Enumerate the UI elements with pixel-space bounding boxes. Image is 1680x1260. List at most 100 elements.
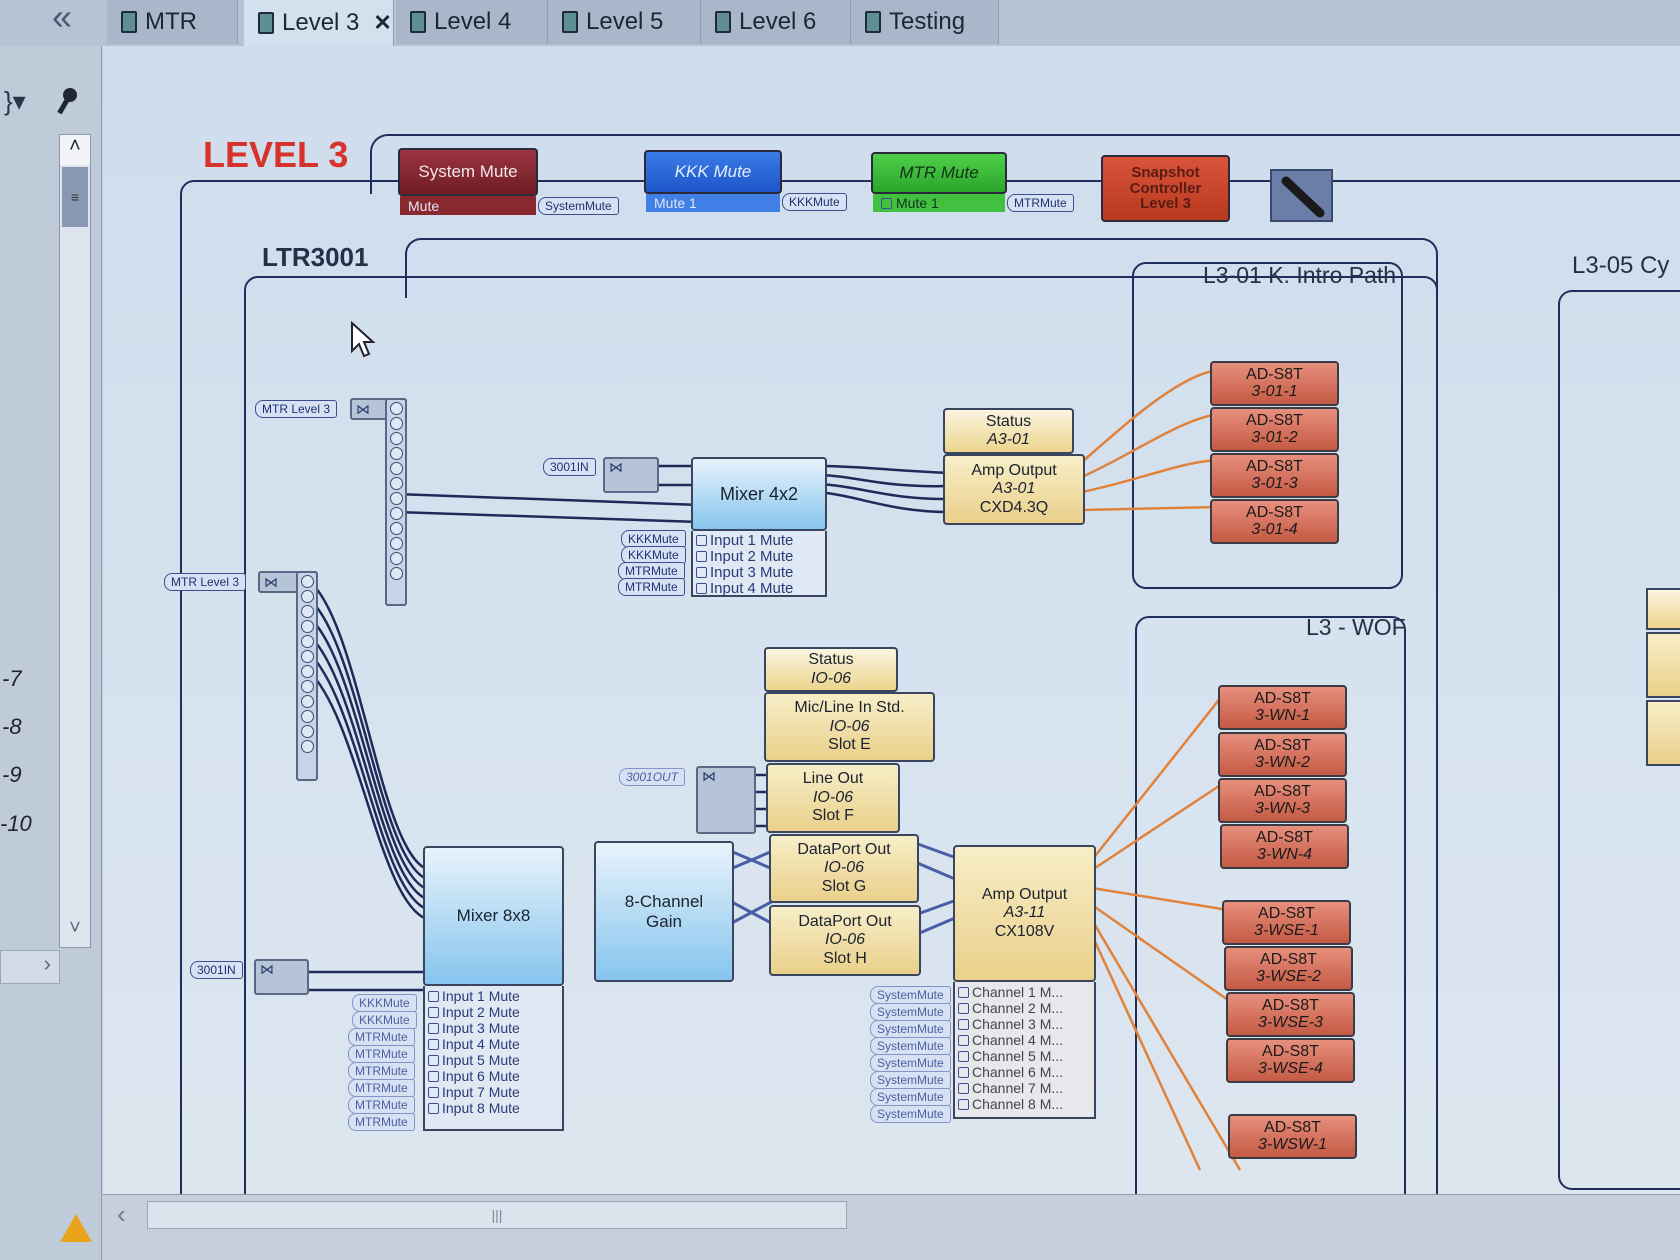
checkbox[interactable]: [958, 1066, 969, 1078]
system-mute-tag[interactable]: SystemMute: [870, 986, 951, 1004]
dropdown-icon[interactable]: }▾: [4, 86, 26, 116]
checkbox[interactable]: [428, 1022, 439, 1034]
mute-row[interactable]: Channel 8 M...: [955, 1096, 1094, 1112]
signal-name-block[interactable]: ⋈: [603, 457, 659, 493]
offscreen-block[interactable]: [1646, 588, 1680, 630]
port[interactable]: [389, 462, 403, 475]
vertical-scrollbar[interactable]: ˄ ≡ ˅: [59, 134, 91, 948]
mute-row[interactable]: Channel 7 M...: [955, 1080, 1094, 1096]
tab-level-4[interactable]: Level 4: [396, 0, 548, 44]
port[interactable]: [300, 605, 314, 618]
mute-row[interactable]: Channel 6 M...: [955, 1064, 1094, 1080]
mute-row[interactable]: Input 2 Mute: [693, 548, 825, 565]
mute-tag[interactable]: KKKMute: [352, 1011, 417, 1029]
checkbox[interactable]: [428, 1006, 439, 1018]
checkbox[interactable]: [428, 1054, 439, 1066]
scroll-down-icon[interactable]: ˅: [69, 917, 81, 939]
port[interactable]: [389, 447, 403, 460]
collapse-panel-icon[interactable]: «: [52, 0, 73, 37]
scroll-up-icon[interactable]: ˄: [60, 135, 90, 165]
mute-row[interactable]: Input 4 Mute: [693, 580, 825, 597]
mute-row[interactable]: Channel 1 M...: [955, 984, 1094, 1000]
checkbox[interactable]: [696, 582, 707, 594]
scrollbar-thumb[interactable]: |||: [147, 1201, 847, 1229]
mute-row[interactable]: Input 8 Mute: [425, 1100, 562, 1116]
system-mute-tag[interactable]: SystemMute: [870, 1054, 951, 1072]
port[interactable]: [300, 575, 314, 588]
mute-row[interactable]: Channel 5 M...: [955, 1048, 1094, 1064]
3001out-tag[interactable]: 3001OUT: [619, 768, 686, 786]
tab-mtr[interactable]: MTR: [107, 0, 238, 44]
kkk-mute-tag[interactable]: KKKMute: [782, 193, 847, 211]
mute-row[interactable]: Input 4 Mute: [425, 1036, 562, 1052]
port[interactable]: [389, 552, 403, 565]
close-tab-icon[interactable]: ✕: [373, 10, 392, 35]
checkbox[interactable]: [958, 1034, 969, 1046]
port[interactable]: [389, 477, 403, 490]
checkbox[interactable]: [696, 534, 707, 546]
port[interactable]: [389, 492, 403, 505]
checkbox[interactable]: [428, 990, 439, 1002]
port[interactable]: [389, 417, 403, 430]
mute-tag[interactable]: MTRMute: [348, 1096, 415, 1114]
mute-row[interactable]: Input 7 Mute: [425, 1084, 562, 1100]
mute-tag[interactable]: MTRMute: [348, 1028, 415, 1046]
system-mute-tag[interactable]: SystemMute: [870, 1071, 951, 1089]
mtr-mute-control[interactable]: Mute 1: [873, 194, 1005, 212]
mtr-mute-tag[interactable]: MTRMute: [1007, 194, 1074, 212]
checkbox[interactable]: [696, 566, 707, 578]
port[interactable]: [389, 522, 403, 535]
port[interactable]: [300, 620, 314, 633]
system-mute-tag[interactable]: SystemMute: [870, 1037, 951, 1055]
port[interactable]: [300, 635, 314, 648]
mute-row[interactable]: Input 6 Mute: [425, 1068, 562, 1084]
mtr-mute-button[interactable]: MTR Mute: [871, 152, 1007, 194]
checkbox[interactable]: [958, 1050, 969, 1062]
mute-row[interactable]: Input 3 Mute: [425, 1020, 562, 1036]
checkbox[interactable]: [428, 1038, 439, 1050]
mtr-level-3-tag[interactable]: MTR Level 3: [255, 400, 338, 418]
mute-tag[interactable]: MTRMute: [618, 578, 685, 596]
port[interactable]: [389, 402, 403, 415]
horizontal-scrollbar[interactable]: ‹ |||: [103, 1194, 1680, 1260]
3001in-tag[interactable]: 3001IN: [543, 458, 596, 476]
checkbox[interactable]: [958, 1082, 969, 1094]
offscreen-block[interactable]: [1646, 632, 1680, 698]
microphone-icon[interactable]: [1270, 169, 1333, 222]
mute-row[interactable]: Channel 4 M...: [955, 1032, 1094, 1048]
scrollbar-thumb[interactable]: ≡: [62, 167, 88, 227]
mute-row[interactable]: Channel 3 M...: [955, 1016, 1094, 1032]
port[interactable]: [389, 537, 403, 550]
mute-tag[interactable]: KKKMute: [621, 546, 686, 564]
system-mute-tag[interactable]: SystemMute: [870, 1020, 951, 1038]
mute-row[interactable]: Input 2 Mute: [425, 1004, 562, 1020]
scroll-left-icon[interactable]: ‹: [117, 1199, 126, 1229]
mute-row[interactable]: Input 3 Mute: [693, 564, 825, 581]
checkbox[interactable]: [428, 1070, 439, 1082]
signal-name-block[interactable]: ⋈: [254, 959, 309, 995]
checkbox[interactable]: [958, 1098, 969, 1110]
mute-tag[interactable]: KKKMute: [352, 994, 417, 1012]
system-mute-tag[interactable]: SystemMute: [870, 1088, 951, 1106]
port[interactable]: [300, 740, 314, 753]
3001in-tag[interactable]: 3001IN: [190, 961, 243, 979]
signal-name-block[interactable]: ⋈: [696, 766, 756, 834]
port[interactable]: [389, 567, 403, 580]
